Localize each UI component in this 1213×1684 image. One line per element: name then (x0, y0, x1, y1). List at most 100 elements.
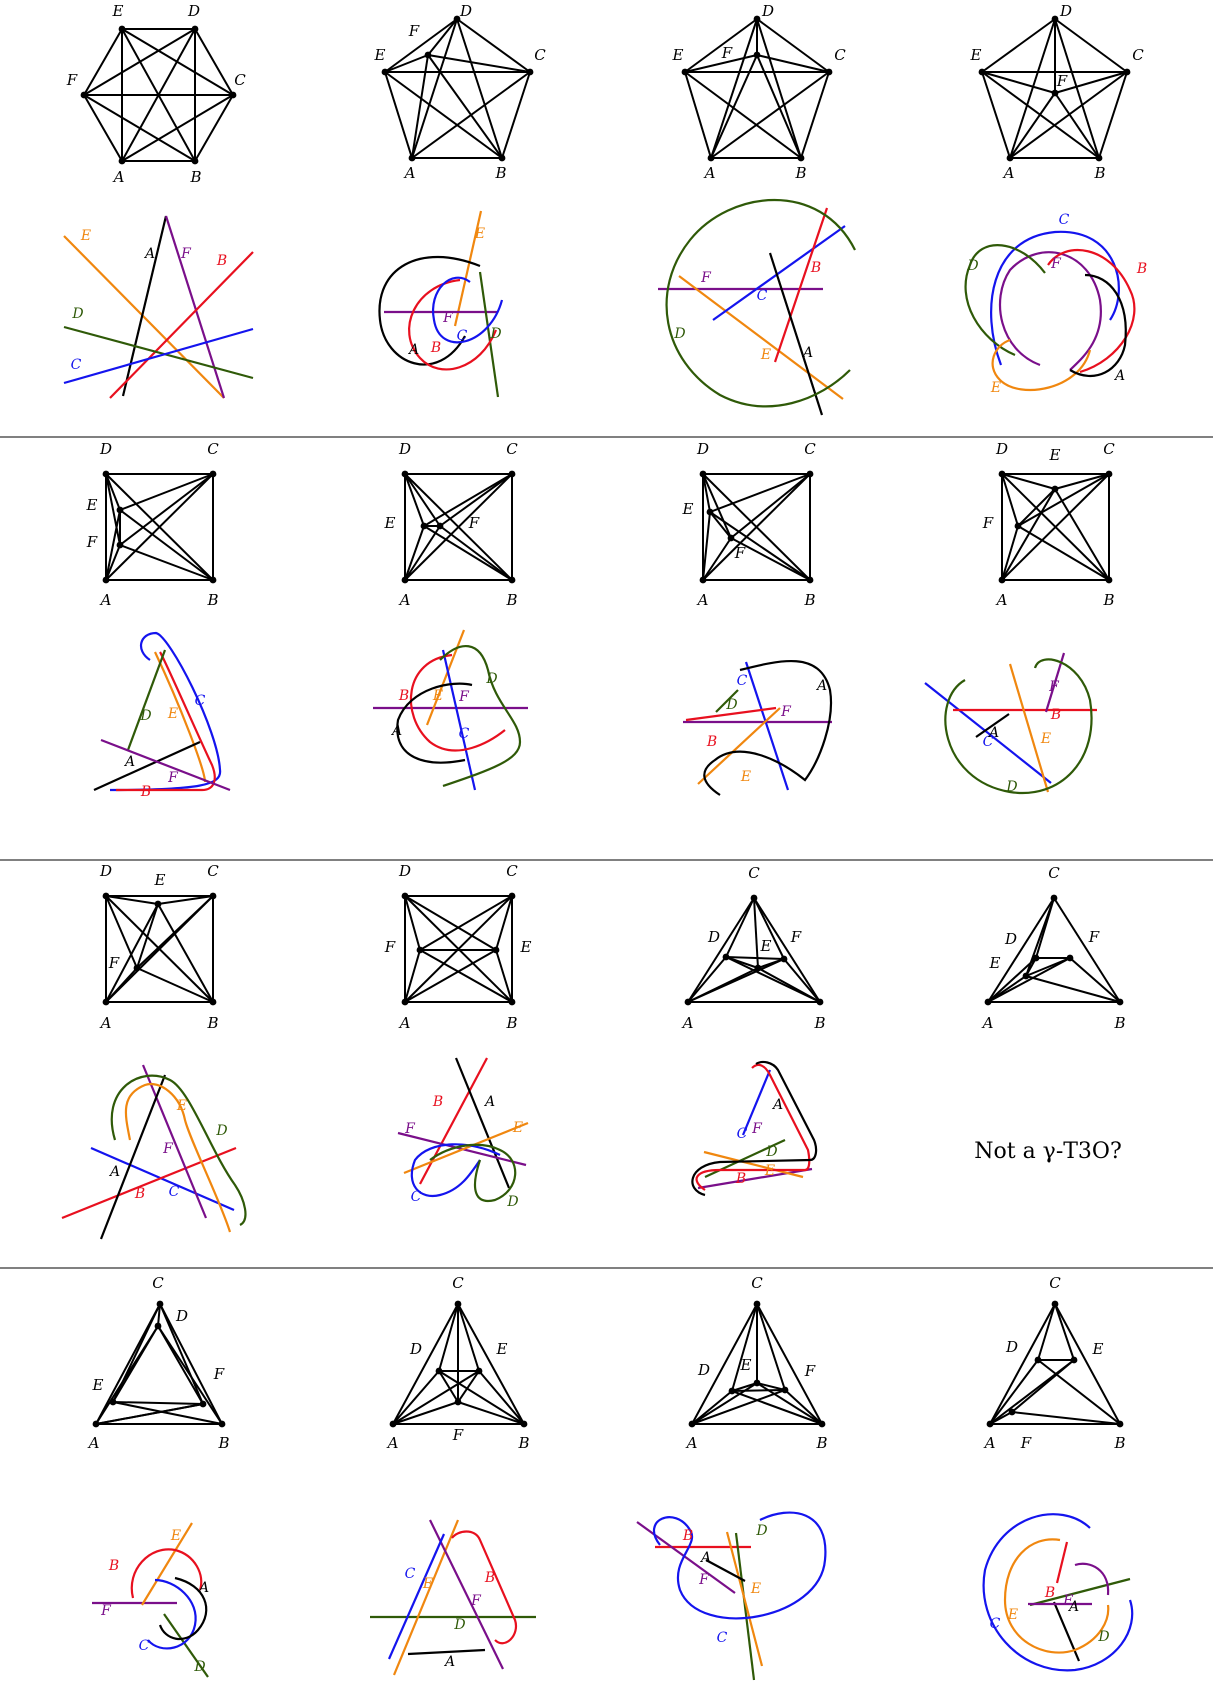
graph-vertex (1034, 1356, 1042, 1364)
pseudoline-label: D (71, 306, 83, 322)
graph-vertex (102, 998, 110, 1006)
graph-edge (987, 957, 1037, 1003)
graph-vertex (806, 470, 814, 478)
graph-vertex (199, 1400, 207, 1408)
pseudoline-label: A (443, 1654, 455, 1670)
graph-edge (83, 28, 196, 96)
graph-edge (709, 511, 732, 539)
pseudoline-A (768, 252, 824, 416)
pseudoline-label: B (1050, 707, 1061, 723)
vertex-label: F (734, 544, 746, 562)
vertex-label: A (995, 591, 1008, 609)
vertex-label: A (696, 591, 709, 609)
graph-edge (392, 1370, 480, 1425)
graph-vertex (1022, 972, 1030, 980)
pseudoline-label: A (801, 345, 813, 361)
pseudoline-label: D (489, 326, 501, 342)
graph-vertex (475, 1367, 483, 1375)
pseudoline-label: E (990, 380, 1001, 396)
graph-edge (1054, 92, 1100, 159)
pseudoline-label: F (162, 1141, 174, 1157)
graph-edge (159, 1303, 204, 1405)
graph-edge (457, 1370, 480, 1403)
pseudoline-B (130, 1548, 203, 1599)
graph-vertex (381, 68, 389, 76)
pseudoline-label: C (983, 734, 994, 750)
pseudoline-label: B (682, 1528, 693, 1544)
graph-vertex (109, 1398, 117, 1406)
graph-edge (1017, 488, 1056, 527)
graph-edge (83, 94, 196, 162)
graph-edge (731, 1390, 823, 1425)
vertex-label: A (99, 591, 112, 609)
graph-vertex (727, 534, 735, 542)
graph-edge (687, 956, 727, 1003)
pseudoline-label: E (740, 769, 751, 785)
vertex-label: A (398, 1014, 411, 1032)
pseudoline-label: B (216, 253, 227, 269)
graph-edge (989, 1359, 1039, 1425)
graph-edge (687, 958, 785, 1003)
graph-edge (136, 967, 214, 1003)
graph-edge (1009, 18, 1056, 159)
vertex-label: F (721, 44, 733, 62)
pseudoline-E (697, 707, 781, 785)
graph-vertex (984, 998, 992, 1006)
graph-edge (725, 956, 759, 969)
graph-vertex (699, 576, 707, 584)
pseudoline-C (387, 1533, 446, 1660)
graph-edge (404, 949, 497, 1003)
vertex-label: C (152, 1274, 164, 1292)
vertex-label: A (99, 1014, 112, 1032)
graph-edge (1001, 473, 1019, 527)
graph-edge (757, 967, 821, 1003)
graph-vertex (118, 157, 126, 165)
pseudoline-E (678, 275, 844, 400)
graph-vertex (508, 892, 516, 900)
vertex-label: C (452, 1274, 464, 1292)
graph-edge (157, 895, 214, 905)
vertex-label: D (187, 2, 200, 20)
vertex-label: B (1113, 1014, 1125, 1032)
graph-vertex (454, 1300, 462, 1308)
graph-vertex (453, 15, 461, 23)
pseudoline-E (991, 338, 1092, 392)
pseudoline-C (90, 1146, 235, 1212)
graph-edge (1011, 1359, 1075, 1413)
pseudoline-label: B (140, 784, 151, 800)
pseudoline-label: B (432, 1094, 443, 1110)
pseudoline-A (1069, 273, 1127, 378)
pseudoline-label: D (966, 258, 978, 274)
pseudoline-label: C (71, 357, 82, 373)
vertex-label: A (983, 1434, 996, 1452)
pseudoline-C (63, 327, 254, 385)
vertex-label: D (459, 2, 472, 20)
graph-edge (709, 511, 811, 581)
pseudoline-label: D (1097, 1629, 1109, 1645)
graph-vertex (1006, 154, 1014, 162)
graph-vertex (389, 1420, 397, 1428)
graph-edge (438, 1303, 459, 1372)
graph-vertex (781, 1386, 789, 1394)
graph-vertex (754, 964, 762, 972)
graph-edge (457, 1401, 525, 1425)
pseudoline-label: C (139, 1638, 150, 1654)
pseudoline-A (99, 1074, 167, 1240)
vertex-label: A (398, 591, 411, 609)
graph-edge (731, 1303, 758, 1392)
pseudoline-label: D (453, 1617, 465, 1633)
graph-edge (159, 1303, 223, 1425)
vertex-label: B (206, 591, 218, 609)
graph-vertex (420, 522, 428, 530)
vertex-label: E (989, 954, 1001, 972)
vertex-label: D (697, 1361, 710, 1379)
graph-edge (112, 1401, 223, 1425)
graph-edge (784, 1389, 823, 1425)
graph-vertex (1116, 998, 1124, 1006)
graph-vertex (986, 1420, 994, 1428)
graph-edge (1054, 18, 1100, 159)
vertex-label: C (748, 864, 760, 882)
